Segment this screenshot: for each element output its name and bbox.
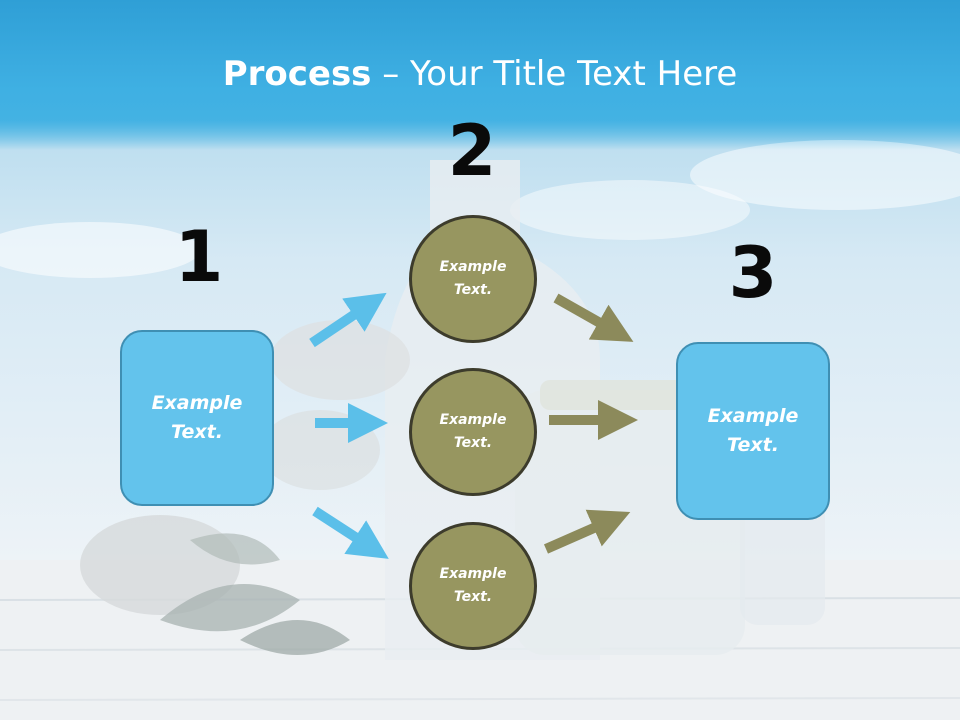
step-number-3: 3 xyxy=(728,232,778,314)
arrow-up-right-olive xyxy=(543,509,631,554)
leaf-shape xyxy=(190,533,280,565)
leaf-shape xyxy=(160,584,300,632)
cloud-shape xyxy=(0,222,200,278)
arrow-down-right-olive xyxy=(553,293,634,342)
slide-title: Process – Your Title Text Here xyxy=(0,52,960,96)
step-number-1: 1 xyxy=(174,216,224,298)
cloud-shape xyxy=(510,180,750,240)
arrow-up-right-blue xyxy=(309,292,387,348)
right-text-box[interactable]: Example Text. xyxy=(676,342,830,520)
cloud-shape xyxy=(690,140,960,210)
circle-middle[interactable]: Example Text. xyxy=(409,368,537,496)
leaf-shape xyxy=(240,620,350,655)
left-text-box[interactable]: Example Text. xyxy=(120,330,274,506)
circle-bottom[interactable]: Example Text. xyxy=(409,522,537,650)
title-bold: Process xyxy=(222,54,372,94)
stone-shape xyxy=(270,320,410,400)
step-number-2: 2 xyxy=(447,110,497,192)
title-rest: – Your Title Text Here xyxy=(371,54,738,94)
title-bar xyxy=(0,0,960,150)
arrow-down-right-blue xyxy=(312,506,389,559)
circle-top[interactable]: Example Text. xyxy=(409,215,537,343)
